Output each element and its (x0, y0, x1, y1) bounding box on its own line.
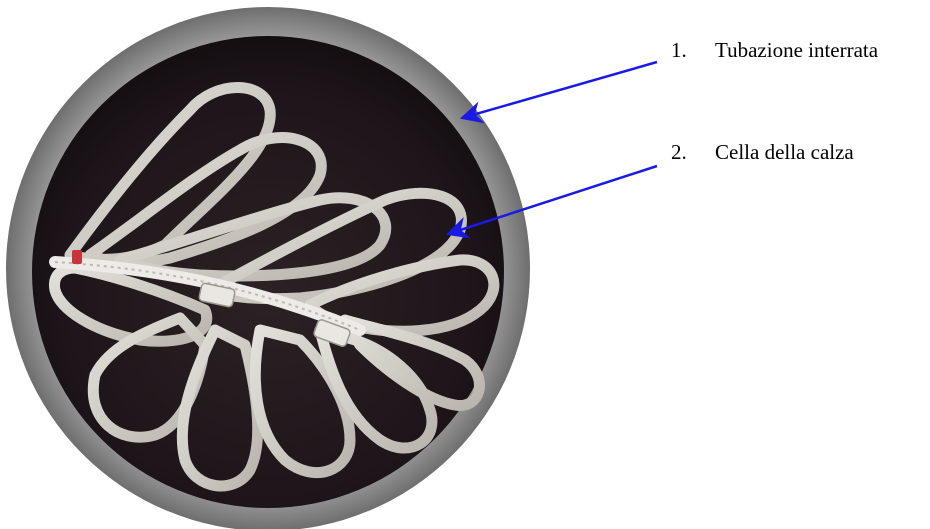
callout-number-2: 2. (671, 142, 715, 163)
callout-text-1: Tubazione interrata (715, 38, 878, 62)
callout-label-1: 1.Tubazione interrata (671, 40, 878, 61)
red-marker (72, 250, 82, 264)
callout-text-2: Cella della calza (715, 140, 854, 164)
callout-label-2: 2.Cella della calza (671, 142, 854, 163)
callout-number-1: 1. (671, 40, 715, 61)
arrow-1 (462, 62, 657, 118)
